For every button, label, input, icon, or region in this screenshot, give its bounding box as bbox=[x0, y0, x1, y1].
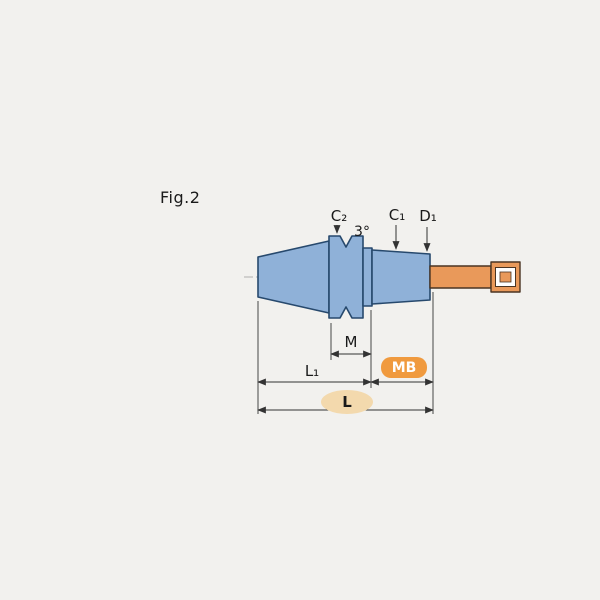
taper-shank-cone bbox=[257, 240, 330, 314]
slim-extension-shank bbox=[429, 265, 492, 289]
collar-ring bbox=[362, 247, 373, 307]
clamp-screw bbox=[499, 271, 512, 283]
l1-label: L₁ bbox=[305, 362, 319, 380]
c1-label: C₁ bbox=[389, 206, 406, 224]
c2-label: C₂ bbox=[331, 207, 348, 225]
tapered-nose-body bbox=[371, 249, 431, 305]
figure-label: Fig.2 bbox=[160, 188, 200, 207]
m-label: M bbox=[345, 333, 358, 351]
mb-label: MB bbox=[392, 360, 417, 376]
taper-angle-label: 3° bbox=[354, 224, 370, 240]
l-badge bbox=[321, 390, 373, 414]
d1-label: D₁ bbox=[419, 207, 437, 225]
mb-badge bbox=[381, 357, 427, 378]
v-groove-flange bbox=[328, 235, 364, 319]
l-label: L bbox=[342, 393, 352, 411]
